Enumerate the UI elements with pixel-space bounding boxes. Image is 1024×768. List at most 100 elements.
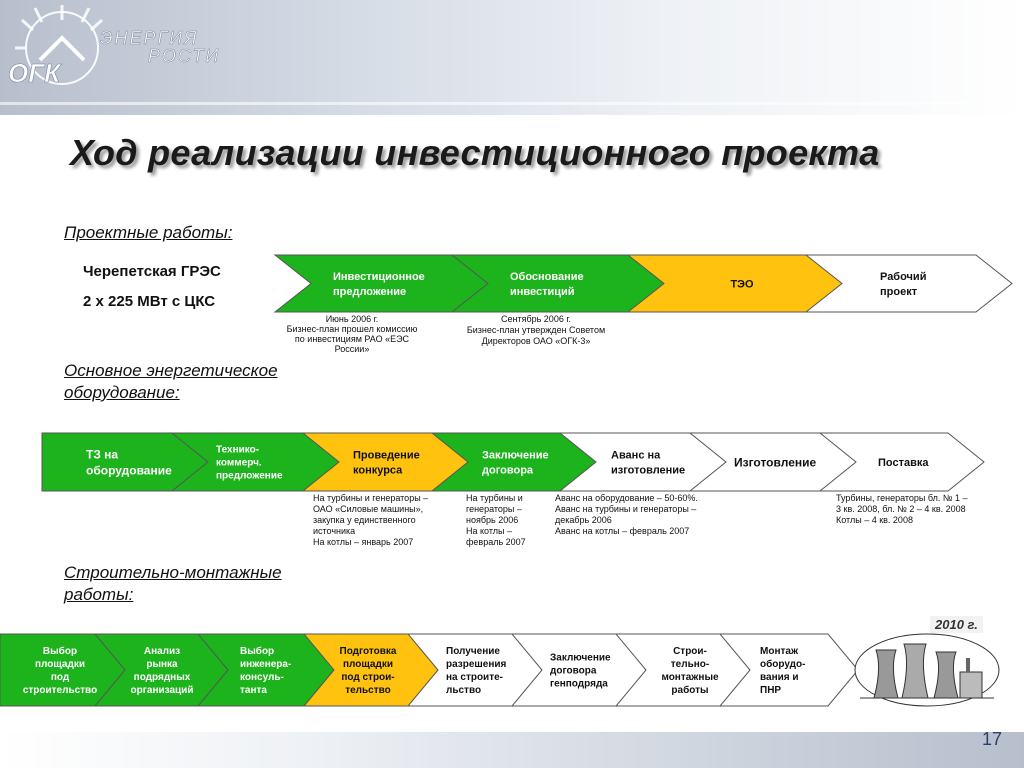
power-plant-icon [854, 633, 1000, 707]
equipment-note-3-line-2: Аванс на турбины и генераторы – [555, 504, 696, 514]
construction-step-3-label-line-4: танта [240, 685, 267, 696]
project-step-2-label-line-1: Обоснование [510, 271, 584, 283]
equipment-note-4-line-1: Турбины, генераторы бл. № 1 – [836, 493, 968, 503]
equipment-step-4-label-line-1: Заключение [482, 450, 549, 462]
equipment-note-3-line-3: декабрь 2006 [555, 515, 612, 525]
equipment-step-4 [430, 432, 601, 492]
construction-step-8-label-line-4: ПНР [760, 685, 781, 696]
construction-step-8-label-line-2: оборудо- [760, 658, 805, 670]
logo-line2: РОСТИ [148, 46, 220, 66]
construction-step-8 [718, 633, 859, 707]
logo-line1: ЭНЕРГИЯ [100, 28, 198, 48]
footer-band [0, 732, 1024, 768]
project-step-1-label-line-2: предложение [333, 286, 406, 298]
equipment-step-7 [818, 432, 985, 492]
section-equipment-heading: Основное энергетическое оборудование: [64, 360, 278, 404]
project-note-1-line-4: России» [335, 344, 370, 354]
equipment-step-1-label-line-2: оборудование [86, 463, 172, 477]
project-note-2-line-2: Бизнес-план утвержден Советом [467, 325, 605, 335]
header-banner: ОГК ЭНЕРГИЯ РОСТИ [0, 0, 1024, 115]
equipment-step-2-label-line-1: Технико- [216, 445, 259, 456]
construction-step-5-label-line-4: льство [446, 685, 481, 696]
equipment-note-1-line-4: источника [313, 526, 355, 536]
equipment-step-1 [41, 432, 211, 492]
construction-step-7-label-line-3: монтажные [661, 672, 719, 683]
construction-step-1 [0, 633, 136, 707]
construction-step-7-label-line-2: тельно- [671, 659, 709, 670]
project-step-4-label-line-1: Рабочий [880, 271, 926, 283]
construction-step-8-label-line-1: Монтаж [760, 646, 799, 657]
construction-step-6-label-line-1: Заключение [550, 653, 611, 664]
project-step-2-label-line-2: инвестиций [510, 286, 575, 298]
equipment-step-3-label-line-1: Проведение [353, 450, 420, 462]
equipment-step-5-label-line-1: Аванс на [611, 450, 661, 462]
project-step-3-label-line-1: ТЭО [730, 279, 754, 291]
equipment-note-2-line-2: генераторы – [466, 504, 522, 514]
construction-step-6-label-line-2: договора [550, 666, 597, 677]
construction-step-2-label-line-4: организаций [131, 685, 194, 696]
equipment-note-4-line-3: Котлы – 4 кв. 2008 [836, 515, 913, 525]
construction-step-2-label-line-3: подрядных [134, 672, 191, 683]
equipment-note-1-line-3: закупка у единственного [313, 515, 416, 525]
section-project-heading: Проектные работы: [64, 223, 233, 242]
equipment-note-2-line-5: февраль 2007 [466, 537, 526, 547]
equipment-step-6 [688, 432, 859, 492]
project-step-1 [273, 254, 491, 313]
section-construction-heading: Строительно-монтажные работы: [64, 562, 282, 606]
project-step-3 [626, 254, 845, 313]
construction-step-1-label-line-1: Выбор [43, 645, 77, 657]
construction-step-4-label-line-1: Подготовка [340, 646, 397, 657]
page-title: Ход реализации инвестиционного проекта [70, 132, 880, 173]
construction-step-1-label-line-2: площадки [35, 659, 85, 670]
completion-year: 2010 г. [930, 616, 983, 633]
equipment-step-2-label-line-3: предложение [216, 471, 283, 482]
equipment-note-1-line-5: На котлы – январь 2007 [313, 537, 413, 547]
equipment-note-1-line-1: На турбины и генераторы – [313, 493, 428, 503]
project-step-2 [450, 254, 666, 313]
construction-step-6 [510, 633, 653, 707]
equipment-step-5 [558, 432, 729, 492]
equipment-note-3-line-4: Аванс на котлы – февраль 2007 [555, 526, 689, 536]
construction-step-1-label-line-4: строительство [23, 685, 97, 696]
project-note-1-line-3: по инвестициям РАО «ЕЭС [295, 334, 410, 344]
equipment-note-2-line-3: ноябрь 2006 [466, 515, 518, 525]
construction-step-2-label-line-2: рынка [146, 659, 178, 670]
equipment-step-1-label-line-1: ТЗ на [86, 447, 118, 461]
equipment-step-4-label-line-2: договора [482, 465, 534, 477]
equipment-step-6-label-line-1: Изготовление [734, 455, 816, 469]
construction-step-4 [302, 633, 445, 707]
section-equipment-heading-line1: Основное энергетическое [64, 361, 278, 380]
construction-step-1-label-line-3: под [51, 672, 70, 683]
construction-step-3 [196, 633, 339, 707]
plant-capacity: 2 х 225 МВт с ЦКС [83, 293, 216, 310]
section-construction-heading-line1: Строительно-монтажные [64, 563, 282, 582]
equipment-note-2-line-1: На турбины и [466, 493, 523, 503]
section-construction-heading-line2: работы: [64, 585, 134, 604]
equipment-step-3 [301, 432, 472, 492]
project-note-1-line-2: Бизнес-план прошел комиссию [287, 324, 418, 334]
construction-step-7-label-line-4: работы [671, 684, 708, 696]
section-equipment-heading-line2: оборудование: [64, 383, 180, 402]
page-number: 17 [981, 729, 1002, 749]
construction-step-7 [614, 633, 757, 707]
equipment-step-2-label-line-2: коммерч. [216, 458, 262, 469]
sun-logo-icon [15, 5, 104, 85]
construction-step-5 [406, 633, 549, 707]
logo-short-text: ОГК [8, 58, 62, 88]
construction-step-8-label-line-3: вания и [760, 672, 799, 683]
project-note-2-line-3: Директоров ОАО «ОГК-3» [482, 336, 591, 346]
equipment-step-5-label-line-2: изготовление [611, 465, 685, 477]
project-step-4 [804, 254, 1013, 313]
project-step-4-label-line-2: проект [880, 286, 918, 298]
equipment-note-4-line-2: 3 кв. 2008, бл. № 2 – 4 кв. 2008 [836, 504, 966, 514]
construction-step-5-label-line-2: разрешения [446, 659, 507, 670]
construction-step-5-label-line-1: Получение [446, 646, 500, 657]
construction-step-4-label-line-2: площадки [343, 659, 393, 670]
construction-step-3-label-line-2: инженера- [240, 659, 291, 670]
equipment-step-3-label-line-2: конкурса [353, 465, 403, 477]
construction-step-3-label-line-3: консуль- [240, 672, 284, 683]
equipment-note-3-line-1: Аванс на оборудование – 50-60%. [555, 493, 698, 503]
header-graphics: ОГК ЭНЕРГИЯ РОСТИ [0, 5, 1024, 105]
construction-step-2 [93, 633, 238, 707]
project-note-2-line-1: Сентябрь 2006 г. [501, 314, 571, 324]
